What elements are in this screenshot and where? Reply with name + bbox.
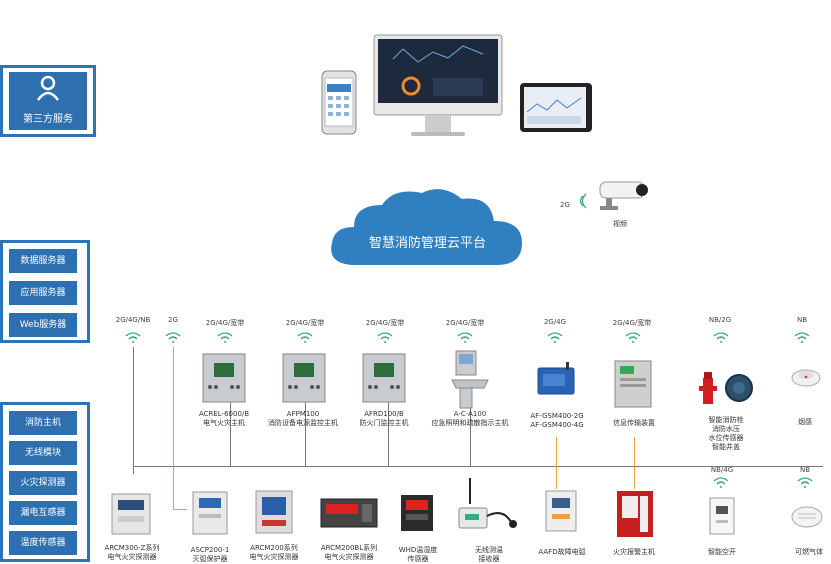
device-label: ACREL-6000/B 电气火灾主机 — [198, 410, 250, 427]
ascp200-protector-image — [192, 491, 228, 535]
fire-detector-button[interactable]: 火灾探测器 — [9, 471, 77, 495]
drop-line-2 — [305, 400, 306, 466]
device-label: ARCM200BL系列 电气火灾探测器 — [320, 544, 378, 561]
wifi-icon — [713, 477, 729, 488]
network-label: NB/4G — [710, 466, 734, 474]
wifi-icon — [794, 332, 810, 343]
drop-line-4 — [470, 400, 471, 466]
fire-alarm-host-image — [617, 491, 653, 537]
network-label: 2G — [168, 316, 178, 324]
server-panel: 数据服务器 应用服务器 Web服务器 — [0, 240, 90, 343]
network-label: 2G/4G — [543, 318, 567, 326]
device-label: 火灾报警主机 — [613, 548, 655, 556]
desktop-monitor-image — [373, 34, 503, 136]
wifi-icon — [125, 332, 141, 343]
device-label: ASCP200-1 灭弧保护器 — [190, 546, 230, 563]
orange-link-2g — [173, 347, 174, 509]
device-label: 烟感 — [798, 418, 812, 426]
network-label: NB — [796, 316, 808, 324]
third-party-service-tile: 第三方服务 — [9, 72, 87, 130]
arcm200-detector-image — [255, 490, 293, 534]
device-label: ARCM200系列 电气火灾探测器 — [249, 544, 299, 561]
wifi-icon — [457, 332, 473, 343]
network-label: 2G/4G/宽带 — [285, 319, 325, 327]
gas-detector-image — [791, 506, 823, 528]
drop-line-3 — [388, 400, 389, 466]
wifi-icon — [377, 332, 393, 343]
smart-breaker-image — [709, 497, 735, 535]
network-label: 2G/4G/宽带 — [205, 319, 245, 327]
device-label: AF-GSM400-2G AF-GSM400-4G — [530, 412, 584, 429]
wireless-module-button[interactable]: 无线模块 — [9, 441, 77, 465]
wireless-temperature-receiver-image — [458, 478, 517, 529]
device-label: AAFD故障电弧 — [538, 548, 586, 556]
wifi-icon — [297, 332, 313, 343]
data-server-button[interactable]: 数据服务器 — [9, 249, 77, 273]
wifi-icon — [547, 332, 563, 343]
network-label: 2G/4G/宽带 — [612, 319, 652, 327]
cloud-platform-label: 智慧消防管理云平台 — [368, 236, 486, 251]
orange-link-2g-tail — [173, 509, 187, 510]
network-label: 2G/4G/宽带 — [445, 319, 485, 327]
smoke-detector-image — [791, 369, 821, 387]
tablet-image — [520, 83, 592, 132]
network-label: 2G/4G/宽带 — [365, 319, 405, 327]
third-party-service-label: 第三方服务 — [23, 114, 73, 125]
wifi-icon — [625, 332, 641, 343]
info-transmission-device-image — [614, 360, 652, 408]
electrical-fire-host-image — [202, 353, 246, 403]
orange-link-transmission — [634, 437, 635, 489]
web-server-button[interactable]: Web服务器 — [9, 313, 77, 337]
wifi-icon — [217, 332, 233, 343]
device-label: WHD温湿度 传感器 — [398, 546, 438, 563]
device-label: 可燃气体 — [795, 548, 823, 556]
camera-icon — [599, 181, 648, 210]
arcm300-detector-image — [111, 493, 151, 535]
wifi-icon — [797, 477, 813, 488]
leakage-transformer-button[interactable]: 漏电互感器 — [9, 501, 77, 525]
wifi-icon — [165, 332, 181, 343]
whd-sensor-image — [401, 495, 433, 531]
user-icon — [36, 75, 60, 101]
fire-door-host-image — [362, 353, 406, 403]
cloud-platform-shape[interactable] — [322, 185, 532, 275]
device-label: AFRD100/B 防火门监控主机 — [359, 410, 409, 427]
device-label: ARCM300-Z系列 电气火灾探测器 — [104, 544, 160, 561]
emergency-lighting-host-image — [451, 350, 489, 409]
wifi-icon — [713, 332, 729, 343]
fire-host-button[interactable]: 消防主机 — [9, 411, 77, 435]
bus-line — [133, 466, 823, 467]
wireless-signal-icon — [579, 193, 587, 209]
device-label: A-C-A100 应急照明和疏散指示主机 — [431, 410, 509, 427]
temperature-sensor-button[interactable]: 温度传感器 — [9, 531, 77, 555]
drop-line-1 — [230, 400, 231, 466]
aafd-arc-detector-image — [545, 490, 577, 532]
network-label: 2G/4G/NB — [115, 316, 151, 324]
orange-link-gsm — [556, 437, 557, 489]
device-label: 信息传输装置 — [613, 419, 655, 427]
device-label: 智能空开 — [708, 548, 736, 556]
arcm200bl-detector-image — [320, 498, 378, 528]
network-label: NB — [799, 466, 811, 474]
camera-signal-label: 2G — [560, 201, 570, 209]
third-party-service-box[interactable]: 第三方服务 — [0, 65, 96, 137]
device-label: AFPM100 消防设备电源监控主机 — [268, 410, 338, 427]
device-label: 智能消防栓 消防水压 水位传感器 智能井盖 — [708, 416, 744, 451]
trunk-line-left — [133, 347, 134, 474]
network-label: NB/2G — [708, 316, 732, 324]
device-label: 无线测温 接收器 — [475, 546, 503, 563]
gsm-module-image — [537, 362, 575, 395]
application-server-button[interactable]: 应用服务器 — [9, 281, 77, 305]
device-category-panel: 消防主机 无线模块 火灾探测器 漏电互感器 温度传感器 — [0, 402, 90, 562]
camera-label: 视频 — [613, 220, 627, 228]
smart-hydrant-image — [699, 372, 753, 404]
phone-image — [321, 70, 357, 135]
power-monitor-host-image — [282, 353, 326, 403]
